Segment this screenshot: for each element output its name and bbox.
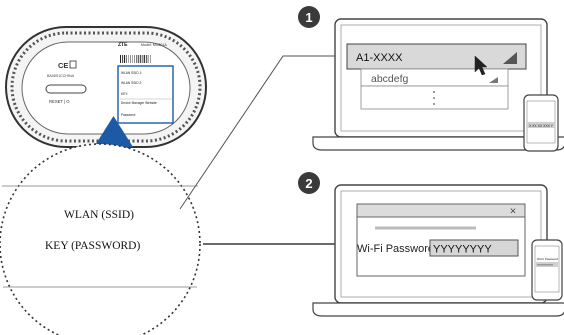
- barcode-bar: [137, 55, 139, 63]
- step1-phone-text: X XX XX XXX Y: [529, 124, 554, 128]
- pointer-triangle: [94, 116, 133, 147]
- barcode-bar: [122, 55, 123, 63]
- barcode-bar: [123, 55, 126, 63]
- barcode-bar: [147, 55, 149, 63]
- password-input-value: YYYYYYYY: [433, 244, 492, 256]
- router-barcode: [120, 55, 151, 63]
- password-input[interactable]: [429, 239, 519, 257]
- router-device: CE BA08S1CCHINA RESET | O ZTE Model: MC8…: [5, 26, 207, 148]
- network-name-selected: A1-XXXX: [356, 52, 403, 64]
- label-line-ssid2: WLAN SSID 2:: [121, 81, 142, 85]
- router-side-code: BA08S1CCHINA: [47, 74, 75, 78]
- reset-label: RESET | O: [49, 99, 70, 104]
- mouse-cursor-icon: [474, 55, 488, 76]
- barcode-bar: [143, 55, 145, 63]
- step2-panel: 2 × Wi-Fi Password YYYYYYYY Wi-Fi Passwo…: [298, 172, 564, 317]
- ssid-connector-line: [179, 55, 347, 210]
- barcode-bar: [134, 55, 135, 63]
- label-line-password: Password:: [121, 113, 136, 117]
- step2-badge-number: 2: [305, 176, 312, 191]
- label-line-ssid1: WLAN SSID 1:: [121, 71, 142, 75]
- magnifier-circle: WLAN (SSID) KEY (PASSWORD): [0, 143, 201, 335]
- close-icon[interactable]: ×: [510, 206, 516, 218]
- ssid-callout-label: WLAN (SSID): [64, 209, 134, 221]
- key-callout-label: KEY (PASSWORD): [45, 240, 140, 252]
- step2-badge: [298, 172, 320, 194]
- barcode-bar: [139, 55, 141, 63]
- step2-phone-value: YYYYYYYY: [537, 263, 553, 267]
- password-field-label: Wi-Fi Password: [357, 243, 434, 255]
- label-line-key: KEY:: [121, 92, 128, 96]
- router-brand: ZTE: [118, 42, 128, 48]
- barcode-bar: [145, 55, 147, 63]
- step2-laptop-base: [312, 302, 564, 317]
- step1-badge: [298, 6, 320, 28]
- barcode-bar: [126, 55, 127, 63]
- credentials-label-box: [117, 65, 174, 124]
- barcode-bar: [136, 55, 137, 63]
- label-line-website: Device Manager Website:: [121, 101, 158, 105]
- dialog-titlebar: [356, 203, 526, 218]
- ce-mark: CE: [58, 61, 68, 70]
- signal-strength-icon-small: [489, 77, 498, 83]
- network-name-other: abcdefg: [371, 73, 409, 85]
- step2-phone-label: Wi-Fi Password: [537, 257, 558, 261]
- step2-phone-input: [536, 262, 558, 267]
- barcode-bar: [141, 55, 143, 63]
- step1-panel: 1 A1-XXXX abcdefg X XX XX XXX Y: [298, 6, 564, 152]
- signal-strength-icon: [503, 52, 517, 64]
- barcode-bar: [130, 55, 131, 63]
- router-model: Model: MC801A: [141, 43, 167, 47]
- step1-badge-number: 1: [305, 10, 312, 25]
- barcode-bar: [120, 55, 121, 63]
